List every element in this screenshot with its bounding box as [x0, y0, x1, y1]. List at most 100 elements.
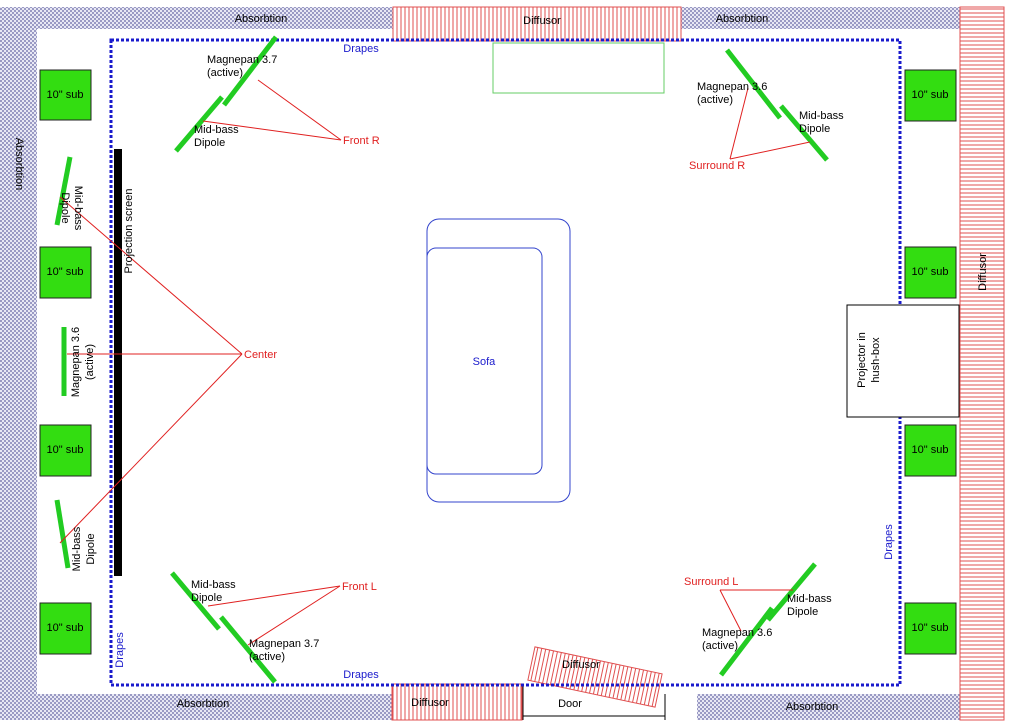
- sub-left-4: [39, 602, 92, 655]
- door-label: Door: [558, 698, 582, 710]
- drapes-label-left: Drapes: [114, 632, 126, 668]
- diffusor-door: [527, 646, 663, 708]
- absorption-label-left: Absorbtion: [13, 138, 25, 191]
- door-lines: [522, 684, 666, 720]
- projector-label-line: Projector in: [856, 332, 868, 388]
- speaker-label-line: Magnepan 3.6: [70, 327, 82, 397]
- channel-surround-r: Surround R: [689, 160, 745, 172]
- sub-right-4: [904, 602, 957, 655]
- label-surround-l-magnepan: Magnepan 3.6(active): [702, 627, 772, 652]
- speaker-label-line: Dipole: [787, 606, 818, 618]
- speaker-label-line: (active): [84, 344, 96, 380]
- leader-lines: [59, 79, 811, 646]
- sofa-seat: [426, 247, 543, 475]
- sub-label: 10" sub: [912, 266, 949, 278]
- panel-surround-r-magnepan: [725, 48, 782, 120]
- sub-label: 10" sub: [912, 444, 949, 456]
- speaker-label-line: Magnepan 3.6: [702, 627, 772, 639]
- media-table: [492, 42, 665, 94]
- absorption-panel-bottom-left: [0, 694, 392, 720]
- speaker-label-line: Dipole: [59, 192, 71, 223]
- sub-right-1: [904, 69, 957, 122]
- panel-surround-r-mid-bass: [779, 104, 829, 162]
- speaker-label-line: Dipole: [85, 533, 97, 564]
- speaker-label-line: Dipole: [191, 592, 222, 604]
- speaker-label-line: Magnepan 3.7: [207, 54, 277, 66]
- drapes-label-top: Drapes: [343, 43, 379, 55]
- sub-label: 10" sub: [912, 89, 949, 101]
- panel-left-mid-bass-upper: [54, 156, 73, 226]
- speaker-label-line: Mid-bass: [71, 526, 83, 571]
- channel-labels: Front R Center Front L Surround R Surrou…: [244, 135, 745, 593]
- panel-surround-l-magnepan: [719, 606, 774, 677]
- panel-surround-l-mid-bass: [766, 562, 817, 622]
- channel-surround-l: Surround L: [684, 576, 738, 588]
- panel-front-l-magnepan: [219, 615, 277, 684]
- speaker-label-line: (active): [702, 640, 738, 652]
- projector-label: Projector in hush-box: [856, 332, 882, 388]
- diffusor-bottom: [391, 683, 523, 721]
- sub-left-3: [39, 424, 92, 477]
- subwoofers: [39, 69, 957, 655]
- diffusor-right: [959, 6, 1005, 721]
- sofa-label: Sofa: [473, 356, 497, 368]
- channel-front-l: Front L: [342, 581, 377, 593]
- speaker-label-line: Mid-bass: [72, 186, 84, 231]
- sub-right-3: [904, 424, 957, 477]
- channel-center: Center: [244, 349, 277, 361]
- panel-front-r-mid-bass: [174, 95, 224, 153]
- diffusor-label-top: Diffusor: [523, 15, 561, 27]
- drapes-labels: Drapes Drapes Drapes Drapes: [114, 43, 895, 681]
- absorption-panel-top-left: [0, 7, 393, 29]
- speaker-label-line: Mid-bass: [799, 110, 844, 122]
- speaker-label-line: Dipole: [799, 123, 830, 135]
- absorption-panel-top-right: [681, 7, 960, 29]
- panel-left-mid-bass-lower: [54, 499, 71, 569]
- speaker-label-line: (active): [697, 94, 733, 106]
- absorption-panels: [0, 7, 960, 720]
- label-surround-r-magnepan: Magnepan 3.6(active): [697, 81, 767, 106]
- projector-label-line: hush-box: [870, 337, 882, 383]
- absorption-label-bottom-left: Absorbtion: [177, 698, 230, 710]
- absorption-panel-bottom-right: [697, 694, 960, 720]
- projection-screen-label: Projection screen: [123, 189, 135, 274]
- drapes-label-bottom: Drapes: [343, 669, 379, 681]
- sub-label: 10" sub: [47, 266, 84, 278]
- speaker-label-line: (active): [207, 67, 243, 79]
- sub-labels: 10" sub 10" sub 10" sub 10" sub 10" sub …: [47, 89, 949, 634]
- absorption-label-bottom-right: Absorbtion: [786, 701, 839, 713]
- sub-label: 10" sub: [912, 622, 949, 634]
- label-center-magnepan: Magnepan 3.6(active): [70, 327, 96, 397]
- speaker-panels: [54, 35, 829, 684]
- sub-label: 10" sub: [47, 444, 84, 456]
- panel-front-r-magnepan: [222, 35, 278, 107]
- absorption-label-top-right: Absorbtion: [716, 13, 769, 25]
- speaker-label-line: Magnepan 3.6: [697, 81, 767, 93]
- projector-hush-box: [846, 304, 960, 418]
- sub-right-2: [904, 246, 957, 299]
- label-front-r-magnepan: Magnepan 3.7(active): [207, 54, 277, 79]
- speaker-label-line: Mid-bass: [194, 124, 239, 136]
- sub-left-2: [39, 246, 92, 299]
- sub-label: 10" sub: [47, 89, 84, 101]
- wall-labels: Absorbtion Absorbtion Diffusor Absorbtio…: [13, 13, 989, 713]
- diffusor-label-door: Diffusor: [562, 659, 600, 671]
- sub-left-1: [39, 69, 92, 121]
- diffusor-panels: [391, 6, 1005, 721]
- speaker-label-line: Mid-bass: [787, 593, 832, 605]
- sofa-outline: [426, 218, 571, 503]
- projection-screen: [114, 149, 122, 576]
- sub-label: 10" sub: [47, 622, 84, 634]
- diffusor-label-bottom: Diffusor: [411, 697, 449, 709]
- diffusor-label-right: Diffusor: [977, 253, 989, 291]
- speaker-label-line: (active): [249, 651, 285, 663]
- speaker-label-line: Dipole: [194, 137, 225, 149]
- label-front-l-magnepan: Magnepan 3.7(active): [249, 638, 319, 663]
- drapes-label-right: Drapes: [883, 524, 895, 560]
